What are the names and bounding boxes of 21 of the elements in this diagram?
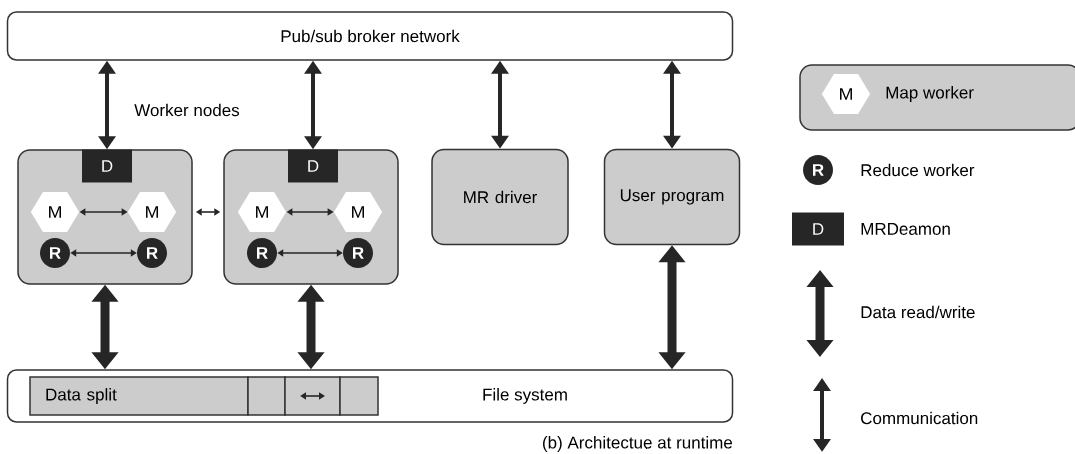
daemon-box: D	[792, 212, 844, 246]
legend-text: Map worker	[886, 86, 974, 102]
worker-nodes-label: Worker nodes	[133, 102, 241, 118]
map-worker-hexagon: M	[127, 192, 177, 232]
legend-text: Reduce worker	[861, 163, 975, 177]
map-worker-hexagon: M	[237, 192, 287, 232]
map-worker-hexagon: M	[821, 74, 871, 114]
process-box: MR driver	[431, 148, 569, 246]
data-split-cell	[247, 376, 286, 416]
caption: (b) Architectue at runtime	[543, 436, 733, 452]
data-split-cell	[339, 376, 379, 416]
data-split-cell	[284, 376, 341, 416]
arrow	[277, 249, 343, 257]
legend-text: MRDeamon	[861, 223, 950, 235]
arrow	[70, 249, 137, 257]
broker-box: Pub/sub broker network	[6, 11, 734, 61]
legend-text: Communication	[861, 411, 978, 425]
process-box: User program	[603, 148, 741, 246]
map-worker-hexagon: M	[333, 192, 383, 232]
legend-text: Data read/write	[861, 305, 975, 319]
map-worker-hexagon: M	[30, 192, 80, 232]
